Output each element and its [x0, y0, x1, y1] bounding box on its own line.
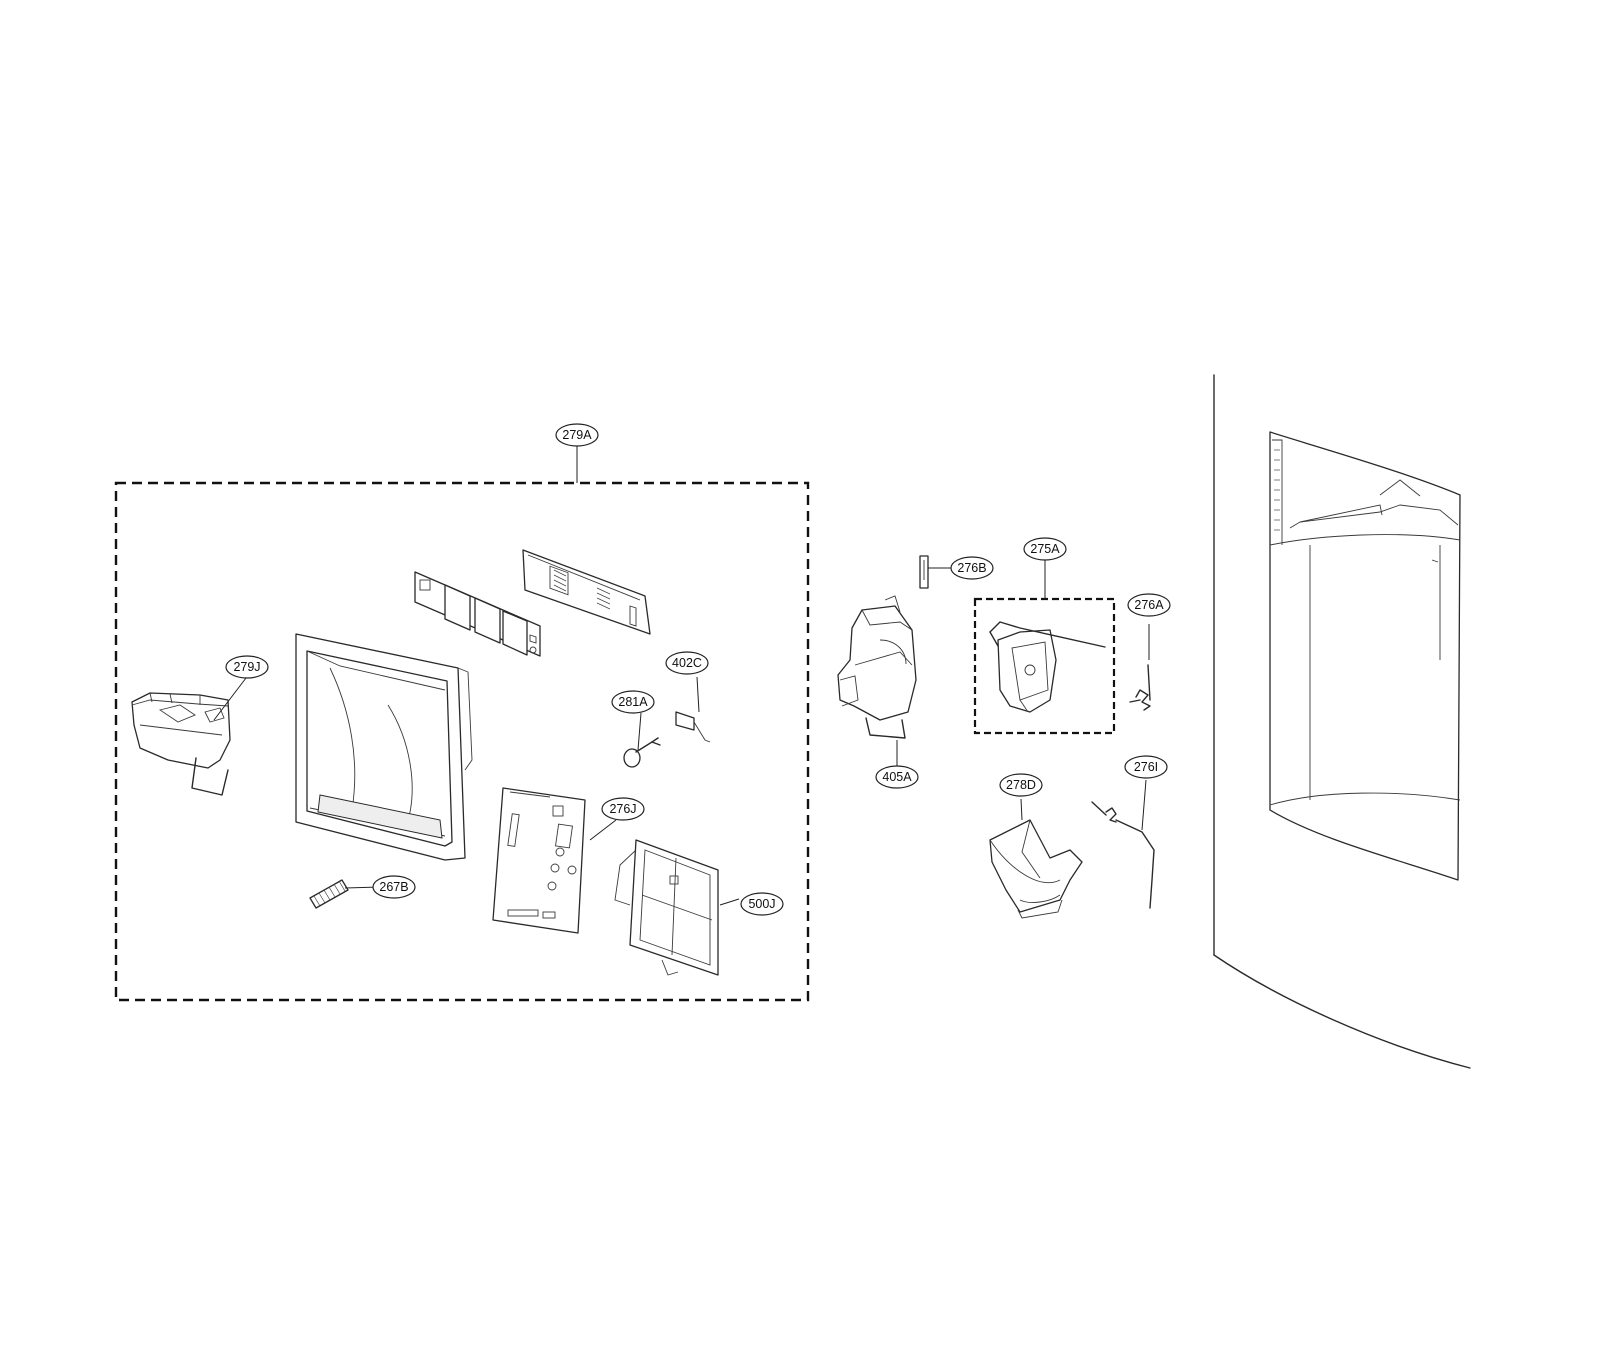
callout-276A: 276A: [1127, 593, 1171, 617]
part-door-cabinet: [1213, 374, 1471, 1069]
callout-279J: 279J: [225, 655, 269, 679]
part-281A-lever: [623, 737, 661, 768]
callout-402C-label: 402C: [672, 656, 702, 670]
callout-276J-label: 276J: [609, 802, 636, 816]
part-278D-duct: [989, 819, 1083, 919]
callout-281A: 281A: [611, 690, 655, 714]
callout-405A-label: 405A: [882, 770, 912, 784]
callout-279J-label: 279J: [233, 660, 260, 674]
callout-276J: 276J: [601, 797, 645, 821]
part-405A-motor: [837, 595, 917, 739]
callout-281A-label: 281A: [618, 695, 648, 709]
part-276B-clip: [919, 555, 929, 589]
part-275A-flapper: [989, 621, 1106, 713]
assembly-279A-boundary: [114, 481, 810, 1002]
callout-402C: 402C: [665, 651, 709, 675]
callout-275A-label: 275A: [1030, 542, 1060, 556]
part-500J-cover: [614, 839, 719, 976]
callout-278D-label: 278D: [1006, 778, 1036, 792]
callout-275A: 275A: [1023, 537, 1067, 561]
callout-405A: 405A: [875, 765, 919, 789]
callout-278D: 278D: [999, 773, 1043, 797]
callout-500J-label: 500J: [748, 897, 775, 911]
part-267B-spring: [309, 879, 349, 909]
part-276A-spring: [1129, 664, 1151, 711]
part-276I-spring: [1091, 801, 1155, 909]
callout-267B: 267B: [372, 875, 416, 899]
part-control-housing: [522, 549, 651, 635]
part-402C-switch: [675, 711, 711, 743]
callout-276I-label: 276I: [1134, 760, 1158, 774]
callout-267B-label: 267B: [379, 880, 408, 894]
part-279J-chute-cover: [131, 692, 231, 796]
callout-276I: 276I: [1124, 755, 1168, 779]
callout-279A: 279A: [555, 423, 599, 447]
callout-500J: 500J: [740, 892, 784, 916]
part-276J-pcb: [492, 787, 586, 934]
callout-276A-label: 276A: [1134, 598, 1164, 612]
callout-276B-label: 276B: [957, 561, 986, 575]
callout-279A-label: 279A: [562, 428, 592, 442]
callout-276B: 276B: [950, 556, 994, 580]
part-button-panel: [414, 571, 541, 657]
part-dispenser-frame: [295, 633, 473, 861]
